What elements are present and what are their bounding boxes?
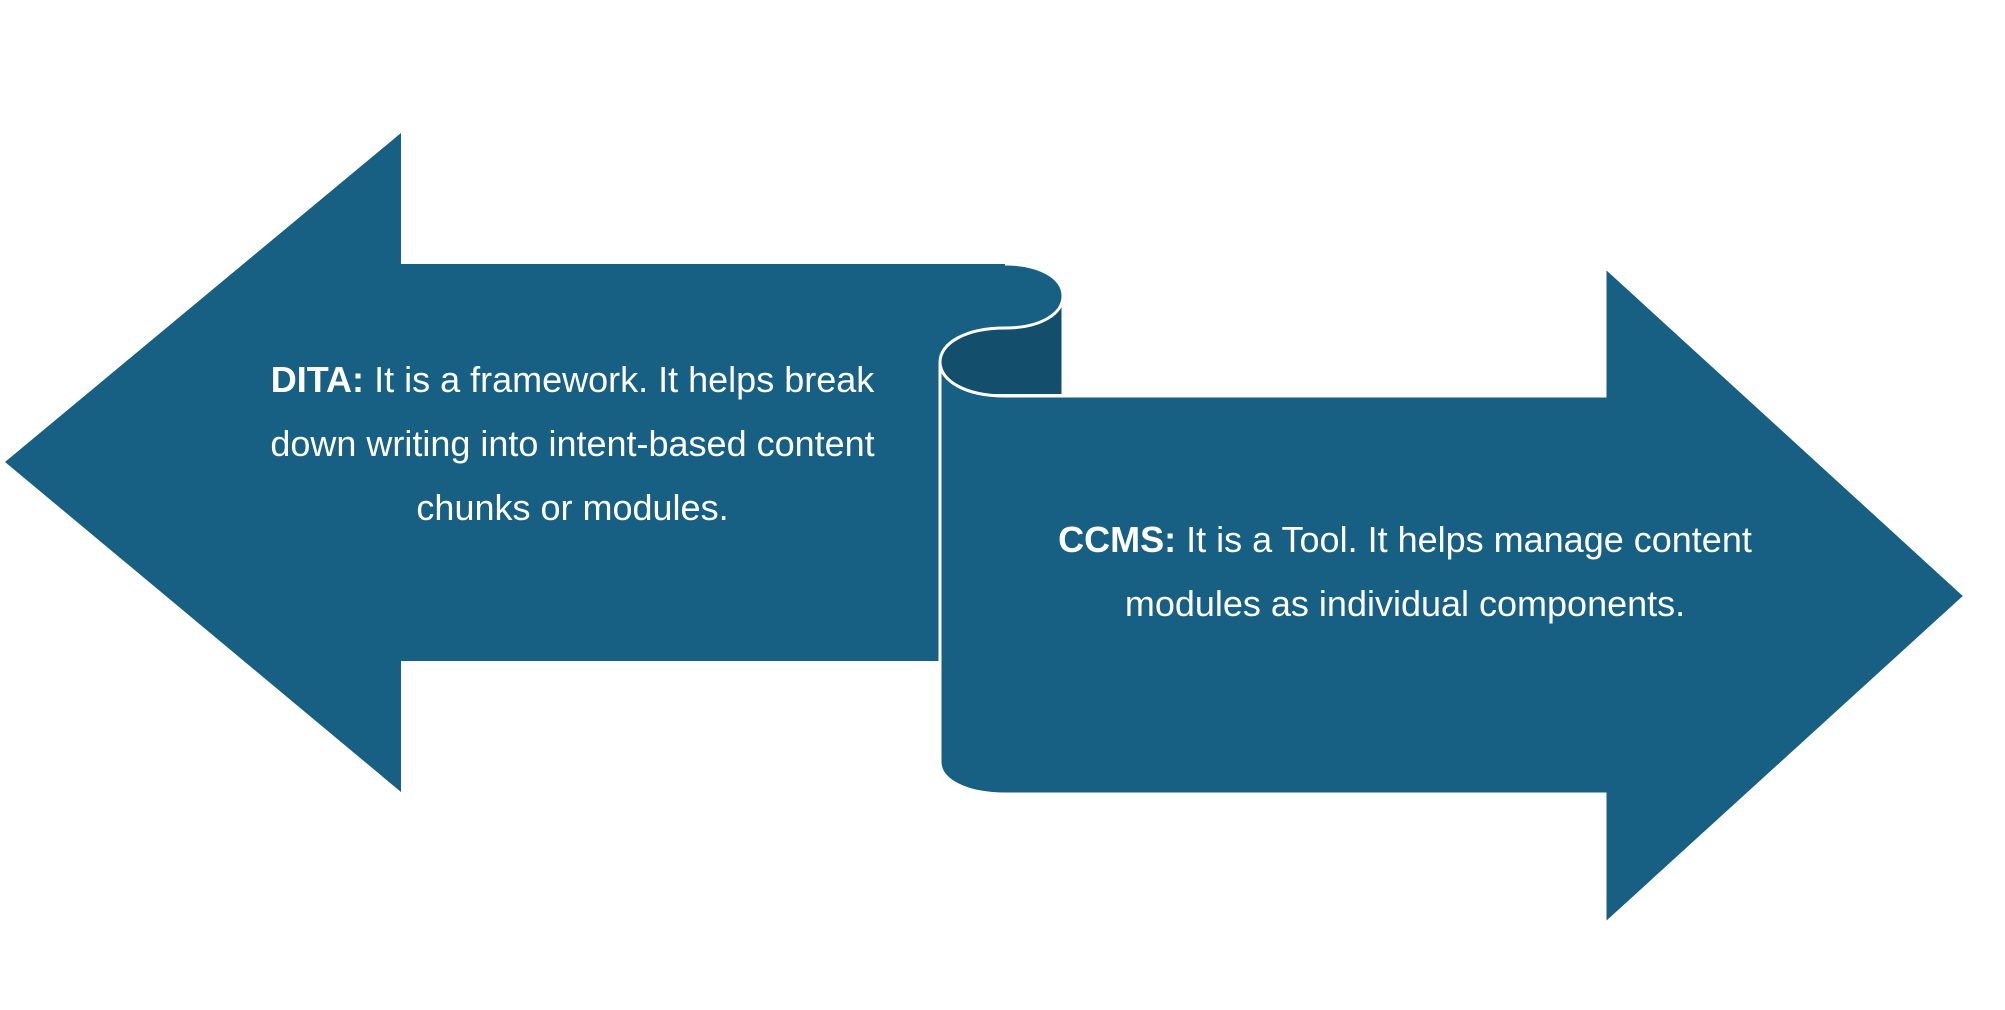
ccms-description: CCMS: It is a Tool. It helps manage cont… <box>1020 508 1790 636</box>
left-arrow-shape <box>5 133 1063 792</box>
scroll-top-curl-outline <box>1004 262 1065 394</box>
ccms-description-text: It is a Tool. It helps manage content mo… <box>1124 519 1752 624</box>
dita-description: DITA: It is a framework. It helps break … <box>240 348 905 540</box>
scroll-curl-outline <box>938 295 1065 363</box>
dita-term: DITA: <box>270 359 365 400</box>
right-arrow-shape <box>938 263 1968 928</box>
scroll-fold-shadow <box>940 296 1063 394</box>
dita-description-text: It is a framework. It helps break down w… <box>270 359 875 528</box>
ccms-term: CCMS: <box>1058 519 1177 560</box>
